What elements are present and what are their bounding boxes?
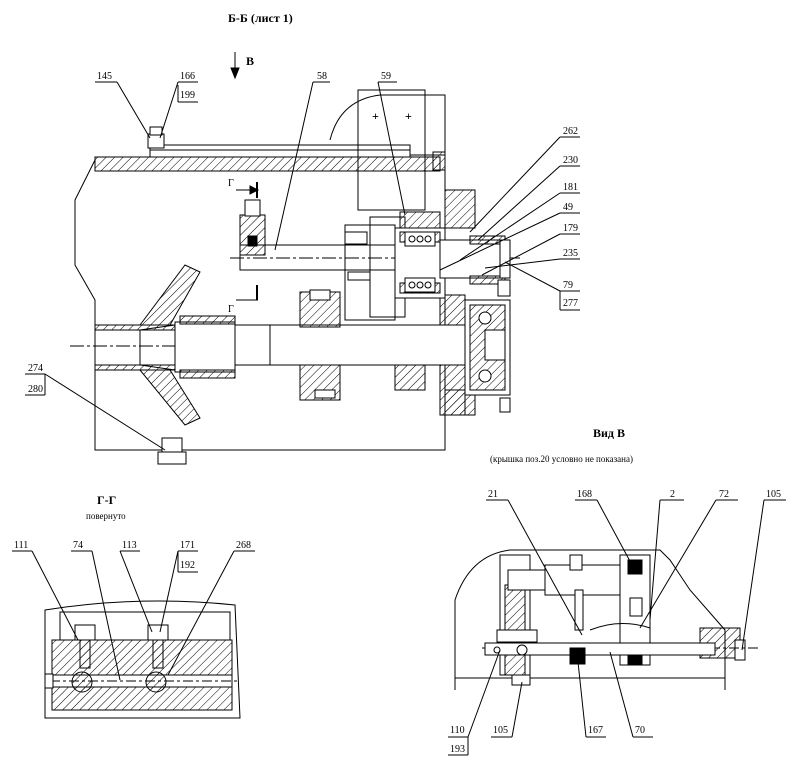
callout-268: 268 bbox=[236, 540, 251, 551]
callout-192: 192 bbox=[180, 560, 195, 571]
callout-199: 199 bbox=[180, 90, 195, 101]
callout-58: 58 bbox=[317, 71, 327, 82]
callout-171: 171 bbox=[180, 540, 195, 551]
cut-g-bottom-label: Г bbox=[228, 304, 234, 315]
callout-262: 262 bbox=[563, 126, 578, 137]
callout-79: 79 bbox=[563, 280, 573, 291]
callout-166: 166 bbox=[180, 71, 195, 82]
view-v-title: Вид В bbox=[593, 426, 625, 440]
callout-277: 277 bbox=[563, 298, 578, 309]
callout-179: 179 bbox=[563, 223, 578, 234]
callout-113: 113 bbox=[122, 540, 137, 551]
callout-49: 49 bbox=[563, 202, 573, 213]
callout-59: 59 bbox=[381, 71, 391, 82]
callout-230: 230 bbox=[563, 155, 578, 166]
cut-g-top-label: Г bbox=[228, 178, 234, 189]
section-gg-callouts: 111 74 113 171 192 268 bbox=[12, 540, 255, 681]
view-v-drawing bbox=[454, 549, 760, 690]
plus-mark-left: + bbox=[372, 109, 379, 123]
callout-145: 145 bbox=[97, 71, 112, 82]
main-callouts: 145 166 199 58 59 262 230 181 49 179 235… bbox=[25, 71, 580, 451]
plus-mark-right: + bbox=[405, 109, 412, 123]
callout-105-top: 105 bbox=[766, 489, 781, 500]
callout-193: 193 bbox=[450, 744, 465, 755]
callout-105-bottom: 105 bbox=[493, 725, 508, 736]
callout-110: 110 bbox=[450, 725, 465, 736]
arrow-v-label: В bbox=[246, 54, 254, 68]
callout-70: 70 bbox=[635, 725, 645, 736]
callout-2: 2 bbox=[670, 489, 675, 500]
bearing-upper bbox=[404, 231, 436, 293]
callout-167: 167 bbox=[588, 725, 603, 736]
view-v-callouts: 21 168 2 72 105 110 193 105 167 70 bbox=[448, 489, 786, 756]
callout-21: 21 bbox=[488, 489, 498, 500]
callout-111: 111 bbox=[14, 540, 28, 551]
view-v-note: (крышка поз.20 условно не показана) bbox=[490, 454, 633, 464]
section-gg-title: Г-Г bbox=[97, 493, 116, 507]
section-gg-note: повернуто bbox=[86, 511, 126, 521]
callout-181: 181 bbox=[563, 182, 578, 193]
callout-72: 72 bbox=[719, 489, 729, 500]
callout-235: 235 bbox=[563, 248, 578, 259]
section-gg-drawing bbox=[44, 600, 241, 719]
view-direction-arrow bbox=[230, 52, 240, 80]
callout-274: 274 bbox=[28, 363, 43, 374]
section-bb-title: Б-Б (лист 1) bbox=[228, 11, 293, 25]
callout-280: 280 bbox=[28, 384, 43, 395]
callout-74: 74 bbox=[73, 540, 83, 551]
callout-168: 168 bbox=[577, 489, 592, 500]
main-housing-section: + + Г Г bbox=[70, 89, 520, 465]
